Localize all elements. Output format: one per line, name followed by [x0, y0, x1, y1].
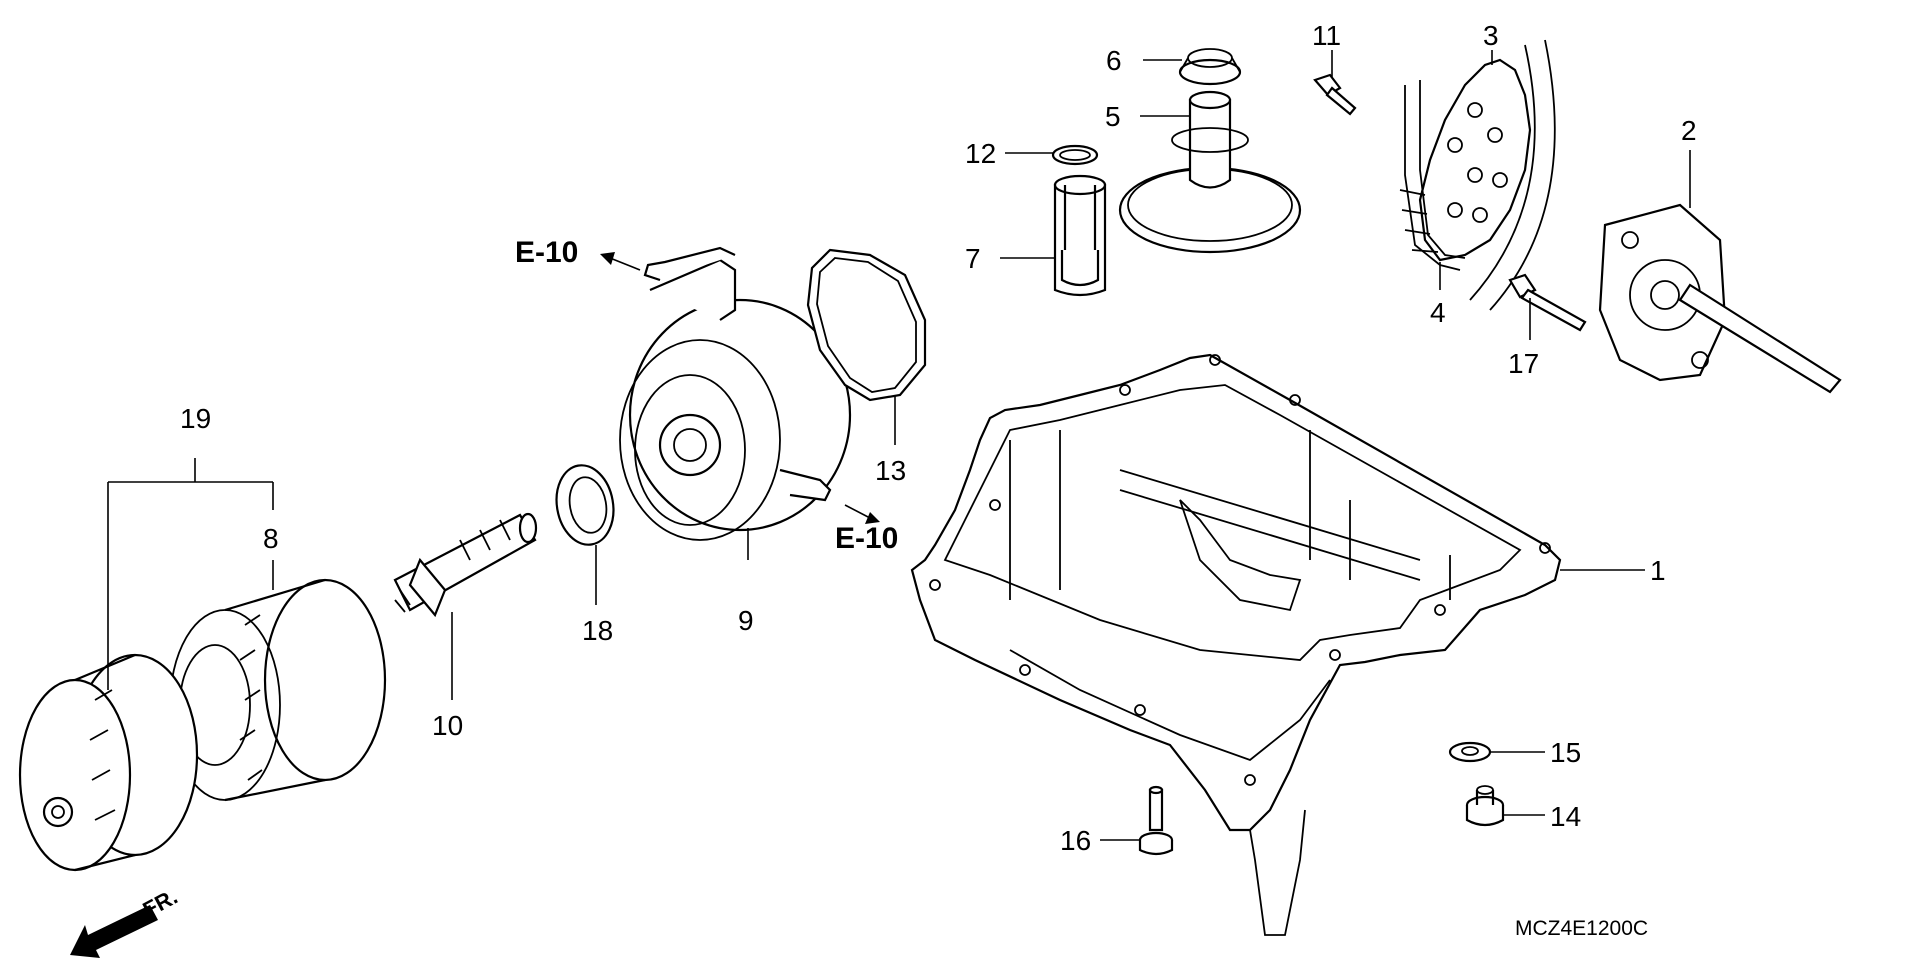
washer-15 [1448, 741, 1492, 763]
callout-16: 16 [1060, 825, 1091, 856]
callout-18: 18 [582, 615, 613, 646]
callout-14: 14 [1550, 801, 1581, 832]
callout-12: 12 [965, 138, 996, 169]
callout-labels: 1 2 3 4 5 6 7 8 9 10 11 12 13 14 15 16 1… [180, 20, 1697, 856]
reference-e10-top: E-10 [515, 236, 578, 269]
seal-ring-18 [555, 464, 615, 546]
callout-13: 13 [875, 455, 906, 486]
callout-6: 6 [1106, 45, 1122, 76]
callout-10: 10 [432, 710, 463, 741]
oil-strainer [1118, 90, 1302, 254]
callout-9: 9 [738, 605, 754, 636]
reference-arrows [600, 252, 880, 524]
callout-3: 3 [1483, 20, 1499, 51]
oil-filter [169, 578, 387, 802]
gasket-13 [806, 248, 927, 402]
figure-code: MCZ4E1200C [1515, 917, 1648, 940]
oil-filter-assy [18, 653, 199, 872]
callout-17: 17 [1508, 348, 1539, 379]
callout-1: 1 [1650, 555, 1666, 586]
callout-15: 15 [1550, 737, 1581, 768]
callout-11: 11 [1312, 20, 1341, 51]
oil-cooler-bolt [393, 512, 538, 618]
o-ring-12 [1051, 144, 1099, 166]
callout-8: 8 [263, 523, 279, 554]
front-direction-arrow [70, 905, 158, 958]
reference-e10-bottom: E-10 [835, 522, 898, 555]
oil-cooler [619, 246, 852, 541]
leader-lines [107, 50, 1691, 841]
bolt-16 [1138, 785, 1174, 856]
oil-pipe [1053, 174, 1107, 297]
oil-pump [1598, 203, 1842, 394]
drain-bolt [1465, 785, 1505, 827]
oil-pan [910, 353, 1562, 936]
cam-chain [1399, 80, 1466, 271]
callout-7: 7 [965, 243, 981, 274]
callout-5: 5 [1105, 101, 1121, 132]
callout-4: 4 [1430, 297, 1446, 328]
bolt-11 [1313, 73, 1357, 116]
callout-2: 2 [1681, 115, 1697, 146]
callout-19: 19 [180, 403, 211, 434]
strainer-cap [1178, 48, 1242, 86]
bolt-17 [1508, 273, 1587, 332]
